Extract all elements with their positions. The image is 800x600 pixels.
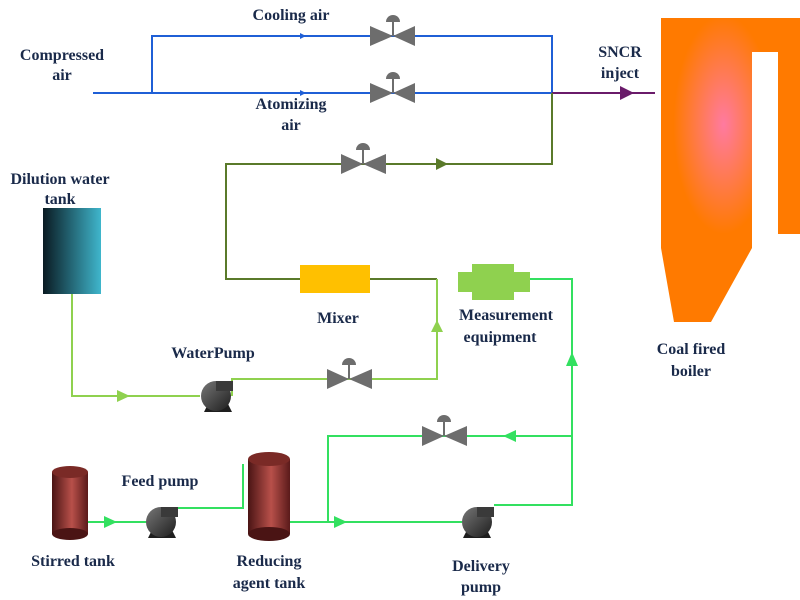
coal-fired-boiler xyxy=(661,18,800,322)
air-lines xyxy=(93,35,553,94)
label-delivery-pump-line2: pump xyxy=(461,579,501,596)
dilution-up-arrow xyxy=(431,320,443,332)
label-boiler-line1: Coal fired xyxy=(657,341,726,358)
mixed-solution-line xyxy=(225,93,553,280)
label-dilution-tank-line2: tank xyxy=(44,191,75,208)
label-feed-pump: Feed pump xyxy=(122,473,199,490)
delivery-pump[interactable] xyxy=(462,507,494,538)
delivery-arrow xyxy=(334,516,347,528)
labels: Compressed air Cooling air Atomizing air… xyxy=(10,7,725,596)
reducing-agent-lines xyxy=(88,278,573,523)
label-compressed-air-line1: Compressed xyxy=(20,47,104,64)
label-compressed-air-line2: air xyxy=(52,67,72,84)
label-atomizing-air-line1: Atomizing xyxy=(255,96,326,113)
water-pump[interactable] xyxy=(201,381,233,412)
feed-arrow xyxy=(104,516,117,528)
feed-pump[interactable] xyxy=(146,507,178,538)
valve-return-line[interactable] xyxy=(422,415,467,446)
valve-mixed-solution[interactable] xyxy=(341,143,386,174)
label-atomizing-air-line2: air xyxy=(281,117,301,134)
valve-dilution-water[interactable] xyxy=(327,358,372,389)
reducing-agent-tank xyxy=(248,452,290,541)
label-measurement-line2: equipment xyxy=(464,329,538,346)
sncr-inject-arrow xyxy=(620,86,634,100)
cooling-air-arrow xyxy=(300,33,306,39)
measurement-up-arrow xyxy=(566,352,578,366)
dilution-water-line xyxy=(71,279,438,397)
label-sncr-inject-line2: inject xyxy=(601,65,640,82)
stirred-tank xyxy=(52,466,88,540)
label-dilution-tank-line1: Dilution water xyxy=(10,171,109,188)
label-measurement-line1: Measurement xyxy=(459,307,554,324)
dilution-water-tank xyxy=(43,208,101,294)
mixed-solution-arrow xyxy=(436,158,448,170)
label-reducing-tank-line2: agent tank xyxy=(233,575,306,592)
label-stirred-tank: Stirred tank xyxy=(31,553,115,570)
valve-cooling-air[interactable] xyxy=(370,15,415,46)
label-water-pump: WaterPump xyxy=(171,345,255,362)
valve-atomizing-air[interactable] xyxy=(370,72,415,103)
return-arrow xyxy=(503,430,516,442)
mixer xyxy=(300,265,370,293)
measurement-equipment xyxy=(458,264,530,300)
label-reducing-tank-line1: Reducing xyxy=(237,553,302,570)
label-mixer: Mixer xyxy=(317,310,359,327)
label-cooling-air: Cooling air xyxy=(253,7,330,24)
label-boiler-line2: boiler xyxy=(671,363,711,380)
cooling-air-line xyxy=(151,35,553,93)
label-delivery-pump-line1: Delivery xyxy=(452,558,510,575)
dilution-water-arrow xyxy=(117,390,130,402)
atomizing-air-arrow xyxy=(300,90,306,96)
label-sncr-inject-line1: SNCR xyxy=(598,44,642,61)
